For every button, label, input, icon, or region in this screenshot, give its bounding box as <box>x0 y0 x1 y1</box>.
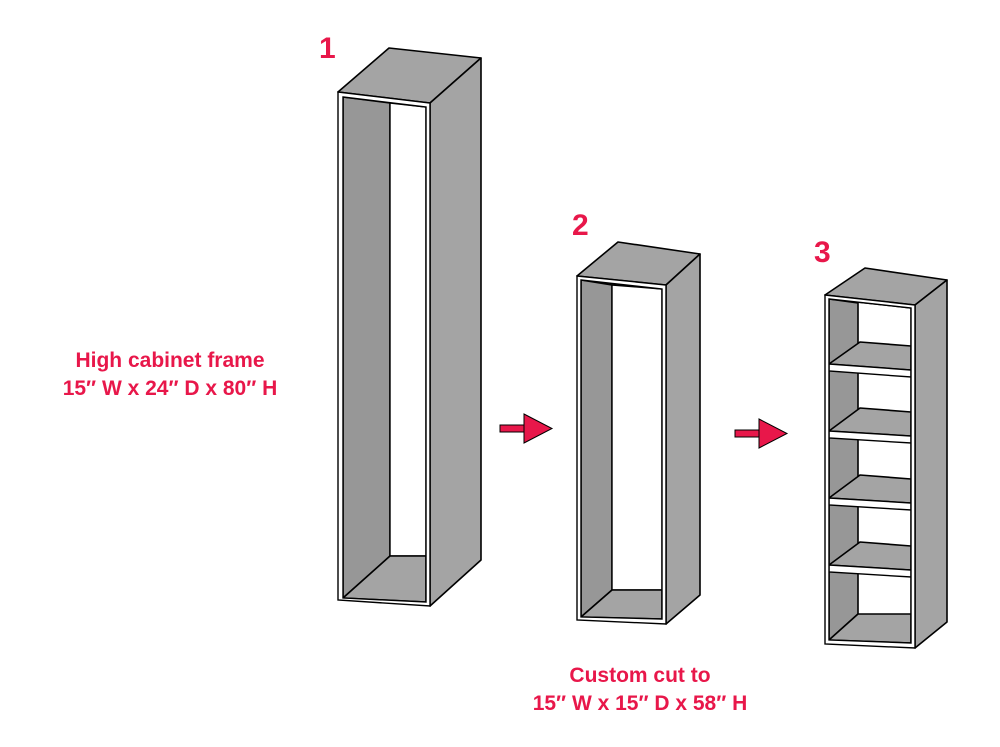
cabinet-1-side-panel <box>429 57 482 607</box>
step-1-caption-line-2: 15″ W x 24″ D x 80″ H <box>62 377 278 400</box>
cabinet-1-back-opening <box>389 102 427 557</box>
step-2-number: 2 <box>572 209 589 242</box>
cabinet-1-frame <box>337 47 482 607</box>
arrow-right-icon <box>499 413 554 444</box>
step-1-number: 1 <box>319 32 336 65</box>
step-1-caption: High cabinet frame 15″ W x 24″ D x 80″ H <box>40 347 300 403</box>
cabinet-2-front-rim <box>576 275 667 625</box>
step-2-caption-line-2: 15″ W x 15″ D x 58″ H <box>532 692 748 715</box>
cabinet-1-inner-side <box>342 96 391 599</box>
cabinet-1-front-rim <box>337 91 431 607</box>
step-2-caption: Custom cut to 15″ W x 15″ D x 58″ H <box>505 662 775 718</box>
cabinet-2-frame <box>576 241 701 625</box>
cabinet-3-side-panel <box>914 279 948 649</box>
cabinet-2-side-panel <box>665 253 701 625</box>
cabinet-2-back-opening <box>611 284 663 591</box>
arrow-right-icon <box>734 418 789 449</box>
cabinet-2-inner-side <box>580 279 613 618</box>
step-3-number: 3 <box>814 236 831 269</box>
cabinet-3-front-rim <box>824 294 916 649</box>
step-2-caption-line-1: Custom cut to <box>569 664 711 687</box>
cabinet-3-frame <box>824 267 948 649</box>
step-1-caption-line-1: High cabinet frame <box>75 349 265 372</box>
